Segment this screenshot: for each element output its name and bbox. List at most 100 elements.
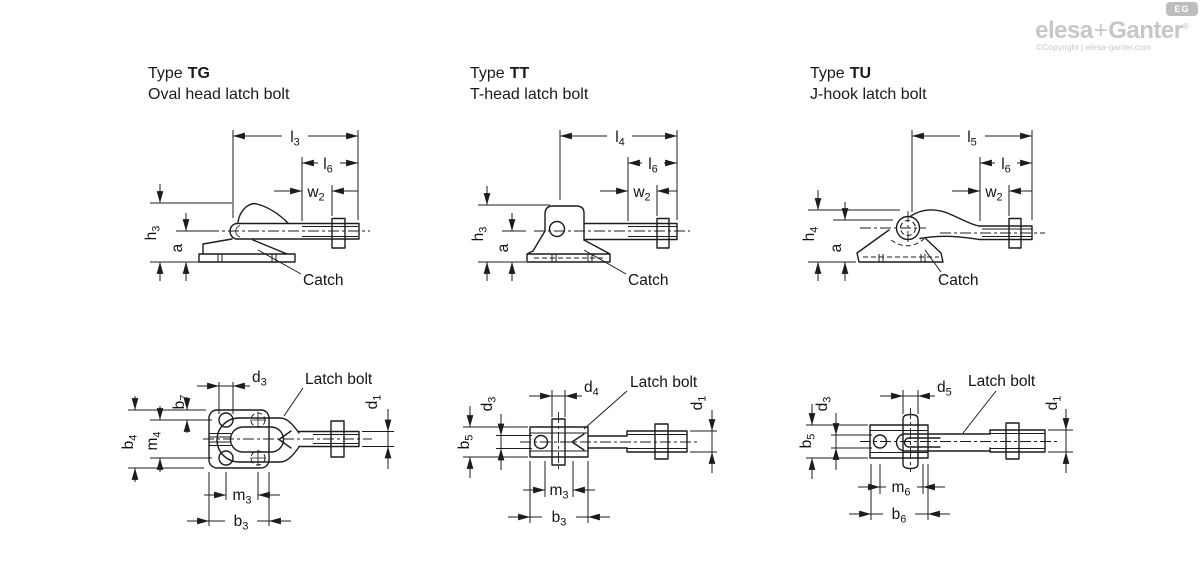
dim-l5: l5 (912, 129, 1032, 149)
label-d5: d5 (937, 379, 952, 399)
dim-d3: d3 (479, 397, 505, 470)
catch-callout: Catch (583, 249, 669, 289)
dim-l4: l4 (560, 129, 677, 149)
dim-a: a (169, 213, 190, 281)
label-catch: Catch (938, 272, 979, 289)
label-h3: h3 (143, 226, 163, 241)
brand-ganter: Ganter (1108, 17, 1183, 44)
label-m3: m3 (232, 487, 251, 507)
label-catch: Catch (628, 272, 669, 289)
label-b6: b6 (892, 506, 907, 526)
label-catch: Catch (303, 272, 344, 289)
catch-callout: Catch (257, 249, 344, 289)
t-pin (551, 418, 566, 466)
dim-w2: w2 (274, 184, 358, 204)
label-l6: l6 (323, 156, 333, 176)
latch-bolt-callout: Latch bolt (583, 374, 698, 430)
hex-nut (1005, 422, 1020, 460)
dim-m3: m3 (204, 487, 280, 507)
catch-part (526, 239, 611, 263)
dim-d3: d3 (197, 369, 267, 390)
mounting-hole (218, 450, 234, 466)
catch-part (198, 238, 296, 263)
label-l4: l4 (615, 129, 625, 149)
dim-m4: m4 (144, 406, 164, 472)
label-d1: d1 (364, 395, 384, 410)
dim-h3: h3 (470, 186, 491, 281)
dim-b3: b3 (508, 509, 610, 529)
mounting-hole (533, 434, 549, 450)
dim-d1: d1 (689, 396, 716, 473)
hook-tube (902, 413, 919, 470)
label-m6: m6 (891, 479, 910, 499)
extension-lines (806, 390, 1073, 520)
mounting-plate (208, 409, 270, 469)
dim-d4: d4 (529, 379, 599, 400)
clamp-block (869, 424, 929, 459)
dim-h3: h3 (143, 184, 164, 281)
extension-lines (478, 130, 678, 263)
label-b5: b5 (456, 435, 476, 450)
dim-b6: b6 (849, 506, 950, 526)
extension-lines (150, 130, 359, 263)
label-l3: l3 (290, 129, 300, 149)
dim-b5: b5 (456, 406, 476, 478)
brand-logo: EG elesa+Ganter® ©Copyright | elesa-gant… (1028, 2, 1198, 52)
latch-bolt-callout: Latch bolt (283, 371, 373, 417)
brand-elesa: elesa (1035, 17, 1093, 44)
dim-l6: l6 (302, 156, 358, 176)
dim-d1: d1 (1044, 396, 1070, 473)
drawing-tu-top-view: d5 Latch bolt d1 d3 b5 m6 (798, 373, 1073, 526)
label-l6: l6 (648, 156, 658, 176)
label-b5: b5 (798, 434, 818, 449)
hex-nut (1008, 217, 1022, 249)
part-t-head-bolt (526, 205, 690, 263)
pivot-hole (548, 220, 566, 238)
dim-l3: l3 (233, 129, 358, 149)
label-d3: d3 (814, 397, 834, 412)
dim-b7: b7 (171, 395, 191, 433)
subtitle: T-head latch bolt (470, 86, 589, 103)
label-latch-bolt: Latch bolt (968, 373, 1036, 390)
subtitle: Oval head latch bolt (148, 86, 290, 103)
label-m4: m4 (144, 431, 164, 450)
subtitle: J-hook latch bolt (810, 86, 927, 103)
label-m3: m3 (549, 482, 568, 502)
registered-mark: ® (1182, 22, 1189, 31)
mounting-hole (218, 412, 234, 428)
drawing-tu-side-view: l5 l6 w2 h4 a Catch (801, 129, 1045, 289)
drawing-tt-top-view: d4 Latch bolt d1 d3 b5 m3 (456, 374, 717, 529)
part-catch-plate-and-bolt (203, 409, 372, 469)
extension-lines (808, 130, 1033, 263)
drawing-tg-top-view: d3 Latch bolt d1 b7 m4 b4 (120, 369, 394, 533)
dim-d5: d5 (880, 379, 952, 400)
dim-l6: l6 (628, 156, 677, 176)
brand-plus: + (1093, 17, 1108, 44)
copyright-line: ©Copyright | elesa-ganter.com (1036, 42, 1151, 52)
catch-callout: Catch (924, 249, 979, 289)
label-d1: d1 (1044, 396, 1064, 411)
label-d3: d3 (479, 397, 499, 412)
label-a: a (828, 243, 845, 252)
label-latch-bolt: Latch bolt (305, 371, 373, 388)
label-w2: w2 (632, 184, 650, 204)
dim-d3: d3 (814, 397, 840, 470)
hex-nut (656, 217, 670, 249)
label-l5: l5 (967, 129, 977, 149)
oval-eye (216, 417, 300, 463)
part-oval-head-bolt (198, 202, 370, 263)
mounting-hole (872, 434, 888, 449)
drawing-tg-side-view: l3 l6 w2 h3 a Catch (143, 129, 370, 289)
extension-lines (463, 390, 717, 523)
label-h4: h4 (801, 227, 821, 242)
dim-w2: w2 (600, 184, 677, 204)
hook-ring (895, 215, 921, 241)
label-h3: h3 (470, 227, 490, 242)
label-a: a (495, 243, 512, 252)
dim-d1: d1 (364, 395, 392, 469)
hex-nut (654, 423, 669, 460)
dim-l6: l6 (980, 156, 1032, 176)
